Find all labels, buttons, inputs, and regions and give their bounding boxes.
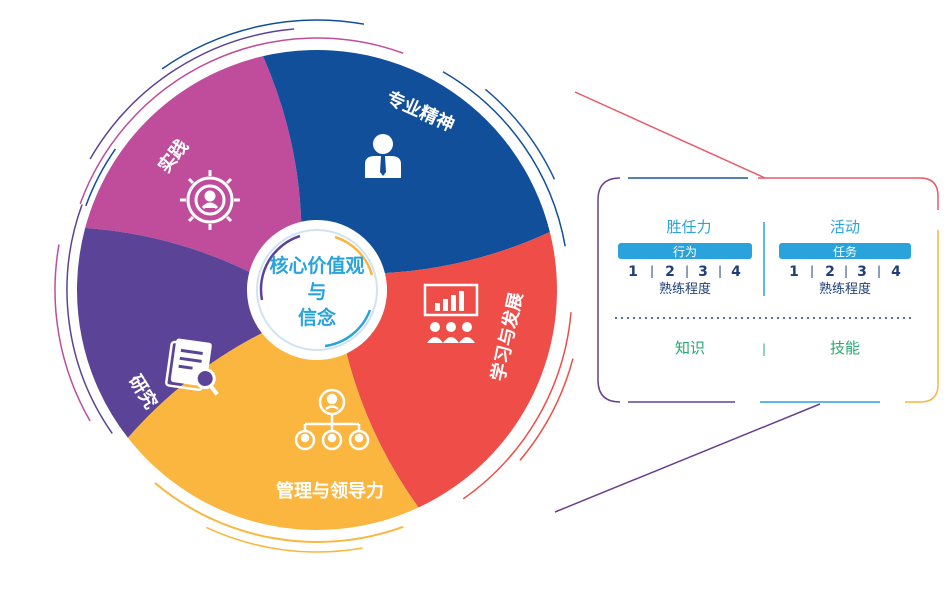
person-suit-icon [365, 134, 401, 178]
connector-line-top [574, 91, 766, 179]
panel-border [597, 177, 621, 403]
presentation-chart-icon [423, 283, 479, 343]
right-scale-4: 4 [891, 264, 901, 280]
right-scale-sep-1: | [810, 264, 814, 278]
left-scale-sep-1: | [650, 264, 654, 278]
behavior-bar-label: 行为 [673, 245, 697, 259]
right-scale-sep-3: | [877, 264, 881, 278]
wheel-segment-professionalism [263, 50, 550, 274]
outer-ring-arc [462, 312, 572, 500]
competency-title: 胜任力 [666, 218, 711, 236]
document-magnifier-icon [165, 338, 219, 396]
wheel-segment-learning [346, 231, 557, 508]
outer-ring-arc [442, 71, 566, 247]
wheel-segment-research [76, 227, 262, 438]
category-separator: | [762, 342, 766, 356]
outer-ring-arc [79, 37, 404, 205]
left-proficiency-label: 熟练程度 [659, 281, 711, 297]
outer-ring-arc [519, 358, 574, 461]
left-scale-sep-2: | [685, 264, 689, 278]
knowledge-label: 知识 [675, 339, 705, 357]
outer-ring-arc [484, 88, 556, 180]
behavior-bar [618, 243, 752, 259]
outer-ring-arc [161, 19, 365, 70]
gear-person-icon [180, 170, 240, 230]
right-scale-sep-2: | [844, 264, 848, 278]
center-title-line1: 核心价值观 [269, 254, 364, 277]
left-scale-2: 2 [665, 264, 675, 280]
activity-title: 活动 [830, 218, 860, 236]
left-scale-4: 4 [731, 264, 741, 280]
right-proficiency-label: 熟练程度 [819, 281, 871, 297]
wheel-segment-practice [85, 56, 302, 272]
task-bar [779, 243, 911, 259]
outer-ring-arc [54, 244, 91, 422]
outer-ring-arc [66, 204, 113, 434]
right-scale-3: 3 [857, 264, 867, 280]
outer-ring-arc [205, 526, 363, 553]
right-scale-1: 1 [789, 264, 799, 280]
center-title-line3: 信念 [298, 306, 336, 329]
competency-panel: 胜任力 行为 1 | 2 | 3 | 4 熟练程度 知识 | 活动 任务 1 |… [597, 177, 939, 403]
outer-decorative-rings [54, 19, 574, 553]
connector-line-bottom [554, 403, 821, 513]
right-scale: 1 | 2 | 3 | 4 [789, 264, 901, 280]
task-bar-label: 任务 [833, 244, 857, 259]
left-scale: 1 | 2 | 3 | 4 [628, 264, 741, 280]
right-scale-2: 2 [825, 264, 835, 280]
outer-ring-arc [85, 148, 117, 207]
left-scale-sep-3: | [718, 264, 722, 278]
skills-label: 技能 [830, 339, 860, 357]
segment-label-management: 管理与领导力 [276, 480, 384, 502]
outer-ring-arc [154, 482, 404, 543]
left-scale-3: 3 [698, 264, 708, 280]
competency-wheel [76, 50, 557, 530]
outer-ring-arc [89, 28, 295, 160]
center-title-line2: 与 [307, 281, 326, 303]
left-scale-1: 1 [628, 264, 638, 280]
org-chart-icon [294, 388, 370, 451]
center-circle: 核心价值观 与 信念 [249, 222, 385, 358]
